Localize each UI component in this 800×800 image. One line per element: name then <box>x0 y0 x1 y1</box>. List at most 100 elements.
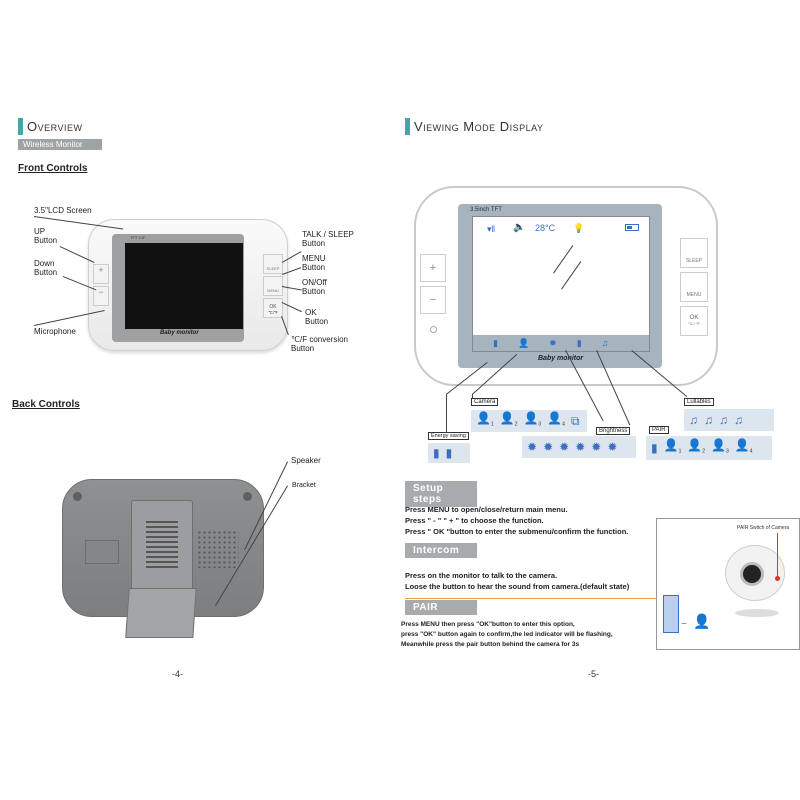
label-ok: OK Button <box>305 308 329 326</box>
leader-energy <box>446 394 447 434</box>
brightness-5-icon: ✹ <box>591 440 602 454</box>
outline-sleep-button[interactable]: SLEEP <box>680 238 708 268</box>
outline-menu-button[interactable]: MENU <box>680 272 708 302</box>
front-controls-heading: Front Controls <box>18 163 88 174</box>
pair-1-icon: 👤1 <box>663 437 682 455</box>
label-up-button: UP Button <box>34 227 58 245</box>
pair-box: PAIR <box>649 426 669 434</box>
setup-line-3: Press " OK "button to enter the submenu/… <box>405 527 629 536</box>
camera-icon-row: 👤1 👤2 👤3 👤4 ⧉ <box>471 410 587 432</box>
intercom-line-1: Press on the monitor to talk to the came… <box>405 571 558 580</box>
brightness-box: Brightness <box>596 427 631 435</box>
pair-mode-icon: ▮ <box>576 338 582 348</box>
overview-title-text: Overview <box>27 119 83 134</box>
pair-device-icon: ▮ <box>651 441 658 455</box>
pair-heading: PAIR <box>405 600 477 615</box>
label-down-button: Down Button <box>34 259 58 277</box>
brightness-1-icon: ✹ <box>527 440 538 454</box>
display-bezel: 3.5inch TFT ▾ǁ 🔈 28°C 💡 ▮ 👤 ✹ ▮ ♫ Baby m… <box>458 204 662 368</box>
ok-button[interactable]: OK ℃/℉ <box>263 298 283 318</box>
label-bracket: Bracket <box>292 482 316 489</box>
camera-2-icon: 👤2 <box>499 410 518 428</box>
lullaby-2-icon: ♫ <box>704 413 713 427</box>
screen-glare-2 <box>561 261 582 290</box>
energy-off-icon: ▮ <box>433 446 440 460</box>
page-number-left: -4- <box>172 669 183 679</box>
camera-3-icon: 👤3 <box>523 410 542 428</box>
screen-glare-1 <box>553 245 574 274</box>
camera-head <box>725 545 785 601</box>
pair-switch-label: PAIR Switch of Camera <box>737 525 790 531</box>
lullabies-box: Lullables <box>684 398 714 406</box>
brightness-2-icon: ✹ <box>543 440 554 454</box>
orange-divider <box>405 598 657 599</box>
lcd-brand: Baby monitor <box>160 330 199 336</box>
energy-icon-row: ▮ ▮ <box>428 443 470 463</box>
signal-icon: ▾ǁ <box>487 224 496 234</box>
back-label-area <box>85 540 119 564</box>
monitor-front-device: TFT 3.5" Baby monitor + − SLEEP MENU OK … <box>88 219 288 351</box>
energy-saving-box: Energy saving <box>428 432 469 440</box>
display-screen: ▾ǁ 🔈 28°C 💡 ▮ 👤 ✹ ▮ ♫ <box>472 216 650 352</box>
back-speaker-grill <box>197 530 239 568</box>
pair-3-icon: 👤3 <box>711 437 729 455</box>
lcd-tft-label: TFT 3.5" <box>130 235 146 240</box>
outline-ok-button[interactable]: OK °C / °F <box>680 306 708 336</box>
label-talk-sleep: TALK / SLEEP Button <box>302 230 354 248</box>
camera-4-icon: 👤4 <box>547 410 565 428</box>
camera-stand <box>735 609 779 617</box>
camera-illustration-panel: PAIR Switch of Camera − 👤 <box>656 518 800 650</box>
camera-scan-icon: ⧉ <box>570 414 580 428</box>
pair-2-icon: 👤2 <box>687 437 706 455</box>
setup-line-1: Press MENU to open/close/return main men… <box>405 505 568 514</box>
intercom-line-2: Loose the button to hear the sound from … <box>405 582 630 591</box>
back-controls-heading: Back Controls <box>12 399 80 410</box>
pair-monitor-icon <box>663 595 679 633</box>
back-bracket <box>131 500 193 600</box>
tft-label: 3.5inch TFT <box>470 207 502 213</box>
brightness-3-icon: ✹ <box>559 440 570 454</box>
pair-dash-icon: − <box>681 619 687 630</box>
back-screw-right <box>243 492 252 501</box>
lullaby-1-icon: ♫ <box>689 413 698 427</box>
screen-bottom-bar: ▮ 👤 ✹ ▮ ♫ <box>473 335 649 351</box>
talk-sleep-button[interactable]: SLEEP <box>263 254 283 274</box>
outline-up-button[interactable]: + <box>420 254 446 282</box>
lullaby-mode-icon: ♫ <box>601 338 609 348</box>
down-button[interactable]: − <box>93 286 109 306</box>
pair-line-2: press "OK" button again to confirm,the l… <box>401 631 613 638</box>
pair-4-icon: 👤4 <box>734 437 753 455</box>
bracket-stand <box>125 588 197 638</box>
energy-on-icon: ▮ <box>445 446 453 460</box>
menu-button[interactable]: MENU <box>263 276 283 296</box>
brightness-icon-row: ✹ ✹ ✹ ✹ ✹ ✹ <box>522 436 636 458</box>
pair-icon-row: ▮ 👤1 👤2 👤3 👤4 <box>646 436 772 460</box>
pair-switch-dot <box>775 576 780 581</box>
label-onoff: ON/Off Button <box>302 278 327 296</box>
monitor-back-device <box>62 479 264 638</box>
label-menu: MENU Button <box>302 254 326 272</box>
label-microphone: Microphone <box>34 327 76 336</box>
back-screw-left <box>73 492 82 501</box>
brightness-6-icon: ✹ <box>607 440 618 454</box>
intercom-heading: Intercom <box>405 543 477 558</box>
pair-line-3: Meanwhile press the pair button behind t… <box>401 641 580 648</box>
overview-subtitle: Wireless Monitor <box>18 139 102 150</box>
page-number-right: -5- <box>588 669 599 679</box>
camera-1-icon: 👤1 <box>476 410 494 428</box>
outline-ok-sub: °C / °F <box>688 321 700 326</box>
bracket-vent <box>146 521 178 569</box>
camera-lens <box>740 562 764 586</box>
lullaby-icon-row: ♫ ♫ ♫ ♫ <box>684 409 774 431</box>
camera-box: Camera <box>471 398 499 406</box>
outline-mic-dot <box>430 326 437 333</box>
light-icon: 💡 <box>573 223 585 233</box>
label-cf-conversion: ℃/F conversion Button <box>291 335 349 353</box>
up-button[interactable]: + <box>93 264 109 284</box>
volume-icon: 🔈 <box>513 222 526 233</box>
lullaby-3-icon: ♫ <box>719 413 728 427</box>
label-lcd-screen: 3.5"LCD Screen <box>34 206 92 215</box>
display-brand: Baby monitor <box>538 355 584 362</box>
outline-down-button[interactable]: − <box>420 286 446 314</box>
ok-button-label: OK <box>269 304 277 310</box>
